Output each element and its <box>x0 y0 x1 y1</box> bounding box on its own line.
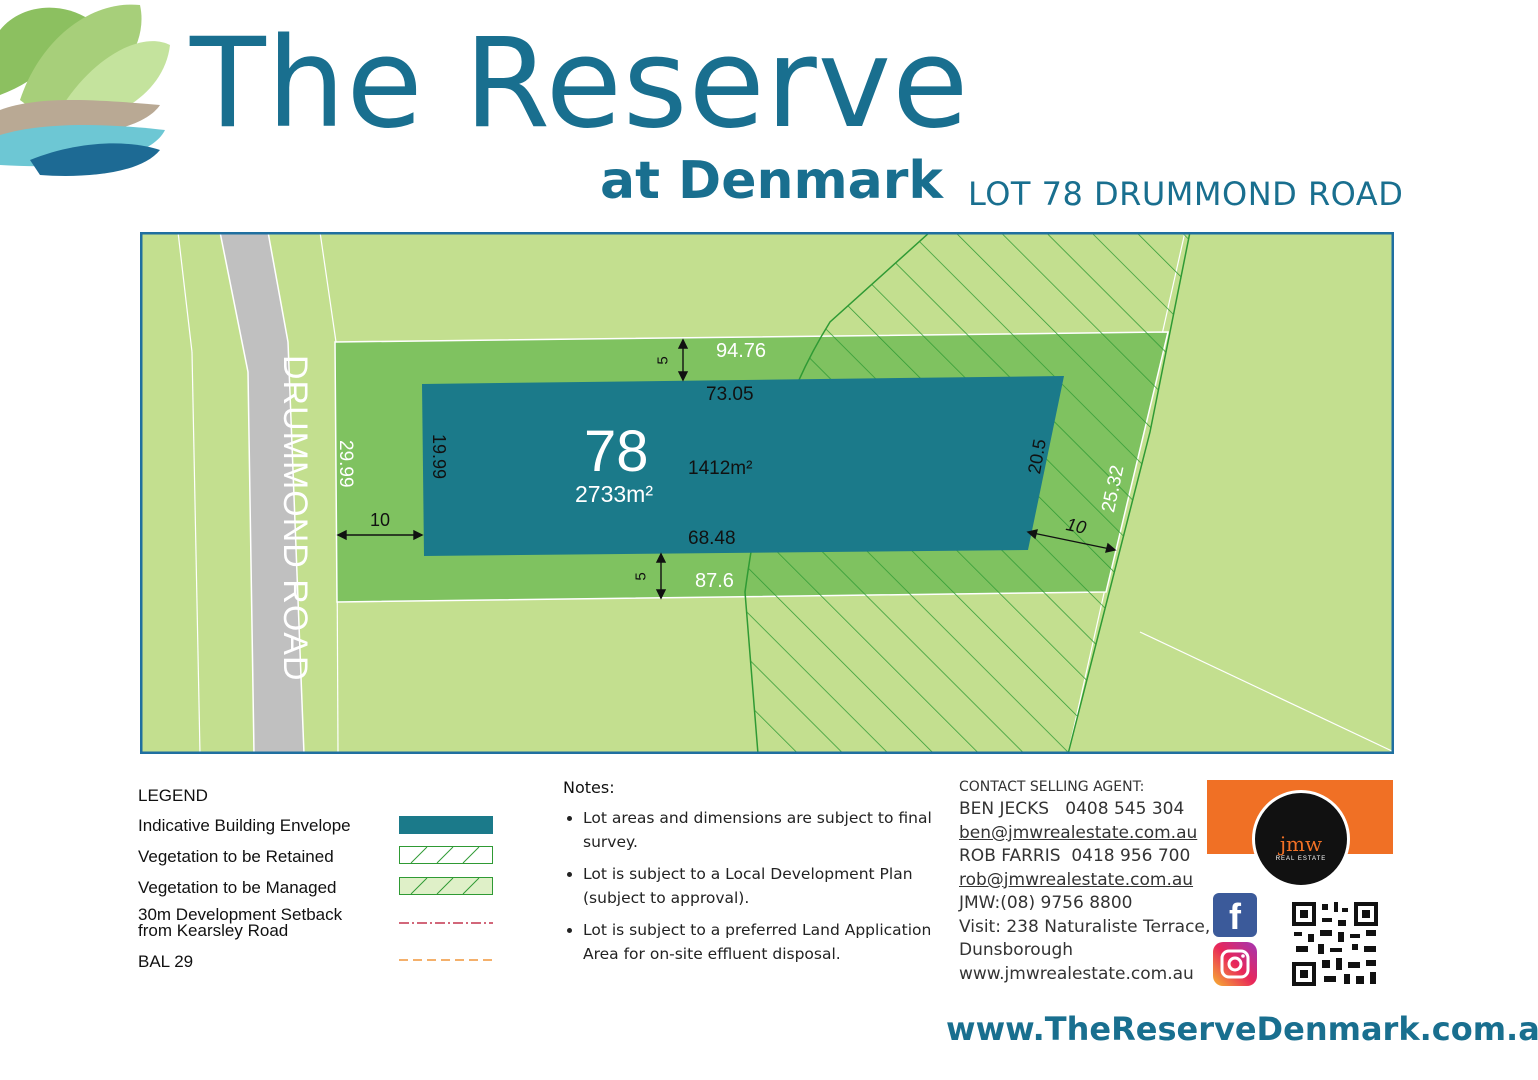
notes-title: Notes: <box>563 778 615 797</box>
agent-office-phone: JMW:(08) 9756 8800 <box>959 893 1133 913</box>
legend-swatch-managed <box>399 877 493 895</box>
dim-envelope-left: 19.99 <box>429 434 449 480</box>
page-subtitle: at Denmark <box>600 151 944 211</box>
lot-heading: LOT 78 DRUMMOND ROAD <box>968 175 1404 213</box>
legend-label-managed: Vegetation to be Managed <box>138 878 337 897</box>
notes-list: Lot areas and dimensions are subject to … <box>563 806 943 974</box>
agent-rob: ROB FARRIS 0418 956 700 <box>959 846 1191 866</box>
legend-swatch-envelope <box>399 816 493 834</box>
lot-plan <box>140 232 1394 754</box>
note-item: Lot areas and dimensions are subject to … <box>583 806 943 854</box>
road-label: DRUMMOND ROAD <box>276 355 314 682</box>
building-envelope <box>422 376 1064 556</box>
legend-label-envelope: Indicative Building Envelope <box>138 816 351 835</box>
dim-setback-top: 5 <box>654 356 672 365</box>
dim-left-boundary: 29.99 <box>335 440 356 488</box>
agent-website[interactable]: www.jmwrealestate.com.au <box>959 963 1194 984</box>
note-item: Lot is subject to a Local Development Pl… <box>583 862 943 910</box>
legend-swatch-retained <box>399 846 493 864</box>
legend-title: LEGEND <box>138 786 208 805</box>
dim-bottom-boundary: 87.6 <box>695 570 734 592</box>
dim-setback-bottom: 5 <box>632 572 650 581</box>
dim-envelope-bottom: 68.48 <box>688 528 736 549</box>
legend-swatch-bal <box>399 959 493 961</box>
facebook-icon[interactable]: f <box>1213 893 1257 937</box>
jmw-logo-subtext: REAL ESTATE <box>1275 856 1327 862</box>
dim-setback-right: 10 <box>1064 514 1088 538</box>
qr-code-icon[interactable] <box>1290 900 1380 988</box>
dim-top-boundary: 94.76 <box>716 340 767 362</box>
drummond-road <box>219 232 305 754</box>
instagram-icon[interactable] <box>1213 942 1257 986</box>
footer-website[interactable]: www.TheReserveDenmark.com.au <box>946 1010 1538 1048</box>
lot-number: 78 <box>584 419 649 484</box>
legend-swatch-setback <box>399 922 493 924</box>
envelope-area: 1412m² <box>688 458 753 479</box>
agent-address-line2: Dunsborough <box>959 940 1074 960</box>
legend-label-retained: Vegetation to be Retained <box>138 847 334 866</box>
agent-contact: CONTACT SELLING AGENT: BEN JECKS 0408 54… <box>959 778 1210 986</box>
leaf-logo-icon <box>0 4 170 176</box>
note-item: Lot is subject to a preferred Land Appli… <box>583 918 943 966</box>
jmw-logo-badge <box>1252 790 1350 888</box>
jmw-logo-text: jmw <box>1279 832 1323 856</box>
agent-ben-email[interactable]: ben@jmwrealestate.com.au <box>959 822 1198 843</box>
agent-address-line1: Visit: 238 Naturaliste Terrace, <box>959 916 1211 937</box>
page-title: The Reserve <box>190 12 970 156</box>
dim-setback-left: 10 <box>370 510 391 530</box>
legend-label-bal: BAL 29 <box>138 952 194 971</box>
lot-area: 2733m² <box>575 481 653 507</box>
agent-caption: CONTACT SELLING AGENT: <box>959 779 1145 795</box>
agent-ben: BEN JECKS 0408 545 304 <box>959 799 1185 819</box>
dim-envelope-top: 73.05 <box>706 384 754 405</box>
legend-label-setback: 30m Development Setback from Kearsley Ro… <box>138 905 343 940</box>
agent-rob-email[interactable]: rob@jmwrealestate.com.au <box>959 869 1194 890</box>
